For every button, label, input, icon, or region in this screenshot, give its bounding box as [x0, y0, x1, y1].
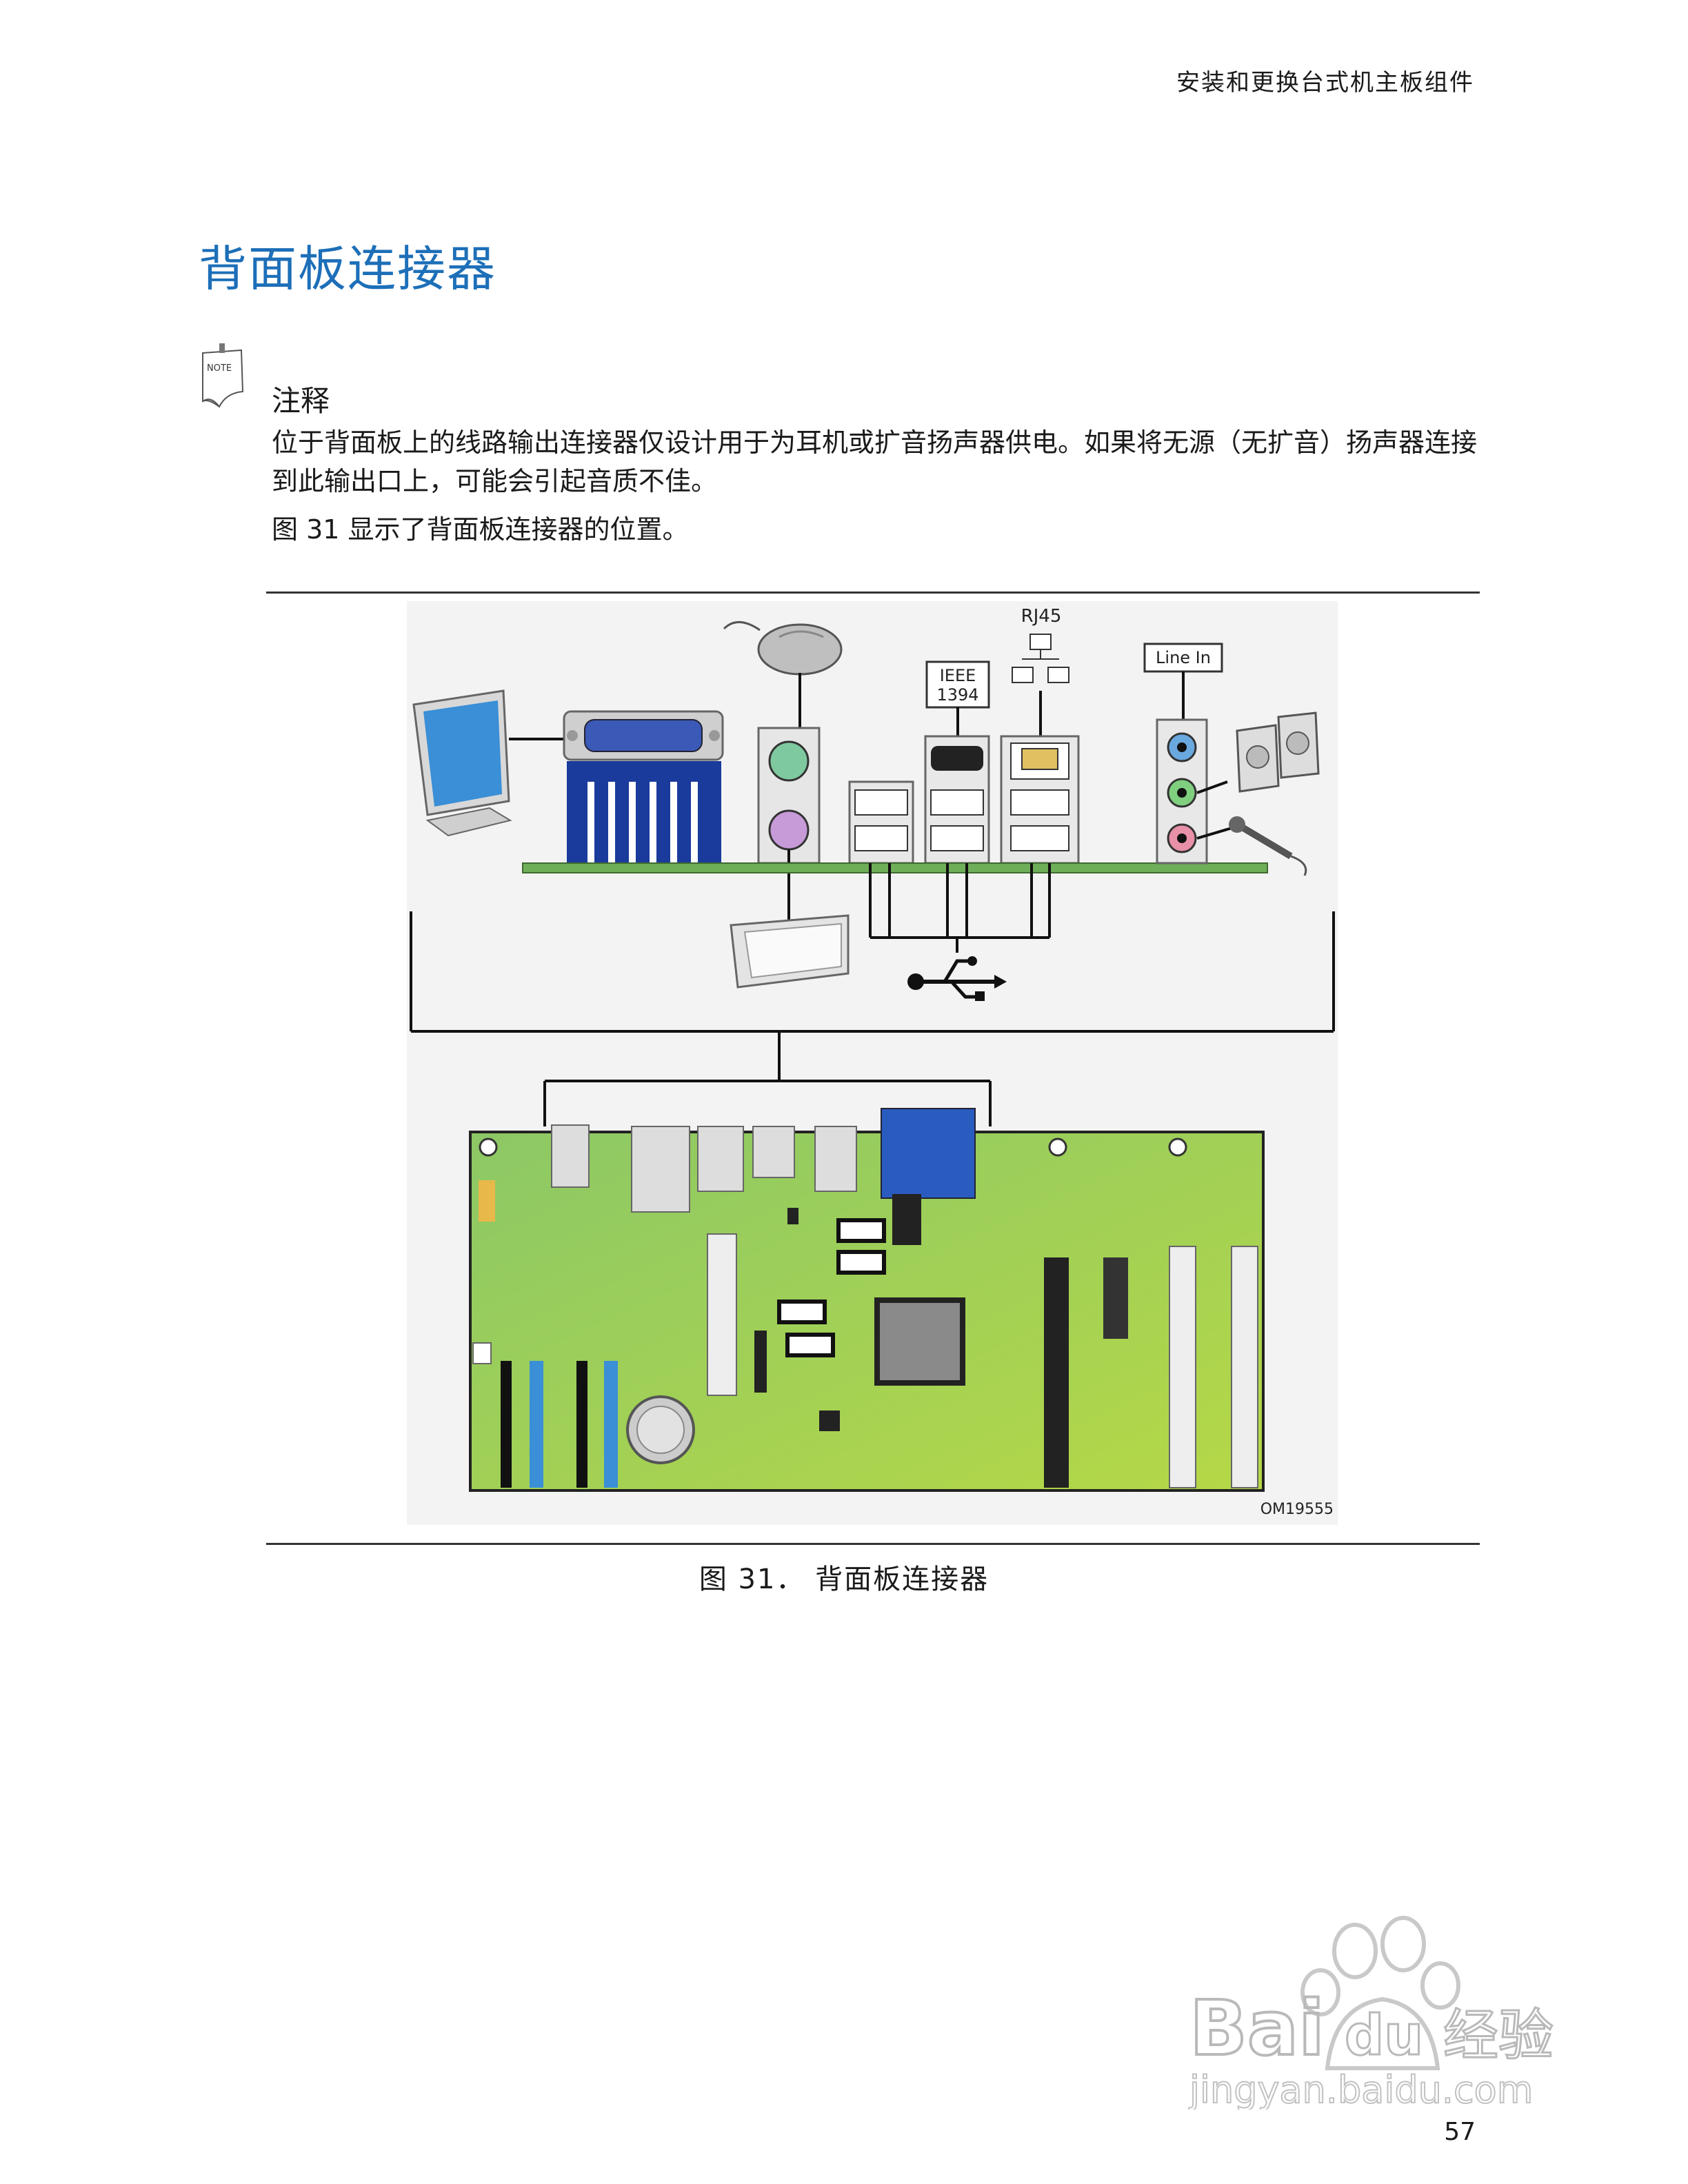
figure-top-rule	[266, 592, 1480, 594]
figure-id-label: OM19555	[1260, 1501, 1334, 1518]
usb-stack-left	[850, 782, 913, 863]
page-number: 57	[1444, 2118, 1476, 2146]
section-title: 背面板连接器	[199, 230, 496, 300]
watermark-logo: Bai du 经验 jingyan.baidu.com	[1183, 1903, 1569, 2110]
rj45-label: RJ45	[1021, 606, 1062, 627]
ieee-label-line1: IEEE	[940, 666, 976, 685]
ieee-label-line2: 1394	[936, 685, 978, 705]
figure-bottom-rule	[266, 1543, 1480, 1545]
vga-connector	[564, 711, 723, 863]
motherboard-illustration	[470, 1109, 1263, 1490]
watermark-url: jingyan.baidu.com	[1189, 2068, 1533, 2110]
watermark-brand: Bai	[1189, 1984, 1325, 2072]
watermark-brand2: du	[1345, 2003, 1423, 2067]
rj45-usb-stack	[1001, 736, 1078, 863]
figure-caption: 图 31． 背面板连接器	[0, 1557, 1688, 1597]
note-text: 位于背面板上的线路输出连接器仅设计用于为耳机或扩音扬声器供电。如果将无源（无扩音…	[272, 423, 1492, 501]
board-edge-strip	[523, 863, 1267, 873]
usb-1394-stack	[925, 736, 989, 863]
back-panel-figure: IEEE 1394 RJ45	[407, 601, 1338, 1525]
note-label: 注释	[272, 378, 330, 420]
note-icon: NOTE	[199, 343, 257, 412]
note-icon-text: NOTE	[207, 363, 232, 374]
keyboard-icon	[731, 916, 848, 987]
running-header: 安装和更换台式机主板组件	[1176, 63, 1474, 97]
intro-text: 图 31 显示了背面板连接器的位置。	[272, 510, 1492, 549]
watermark-cn: 经验	[1443, 2003, 1554, 2067]
line-in-label: Line In	[1156, 648, 1211, 667]
